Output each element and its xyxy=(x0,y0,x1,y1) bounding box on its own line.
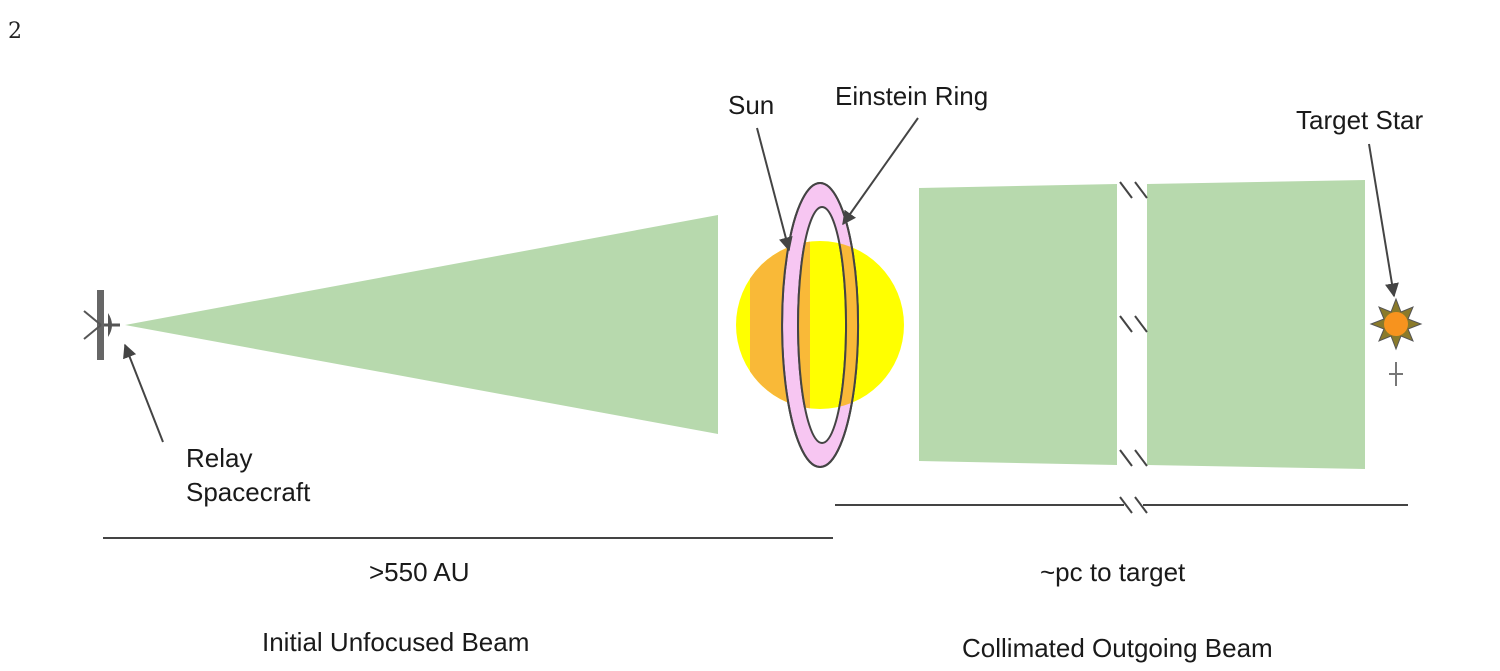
sun-arrow xyxy=(756,127,793,252)
page-number: 2 xyxy=(8,19,22,44)
sun-label: Sun xyxy=(728,90,774,120)
unfocused-beam xyxy=(125,215,718,434)
relay-spacecraft-icon xyxy=(83,290,120,360)
distance-left-label: >550 AU xyxy=(369,557,469,587)
beam-left-label: Initial Unfocused Beam xyxy=(262,627,529,657)
target-star-label: Target Star xyxy=(1296,105,1424,135)
beam-right-label: Collimated Outgoing Beam xyxy=(962,633,1273,663)
star-arrow xyxy=(1368,143,1399,298)
einstein-ring-label: Einstein Ring xyxy=(835,81,988,111)
relay-label-line1: Relay xyxy=(186,443,252,473)
small-spacecraft-icon xyxy=(1389,362,1403,386)
relay-arrow xyxy=(123,343,164,443)
ring-arrow xyxy=(842,117,919,226)
distance-right-label: ~pc to target xyxy=(1040,557,1186,587)
break-marks xyxy=(1119,181,1148,514)
target-star-icon xyxy=(1369,297,1423,351)
collimated-beam-far xyxy=(1147,180,1365,469)
relay-label-line2: Spacecraft xyxy=(186,477,311,507)
collimated-beam-near xyxy=(919,184,1117,465)
